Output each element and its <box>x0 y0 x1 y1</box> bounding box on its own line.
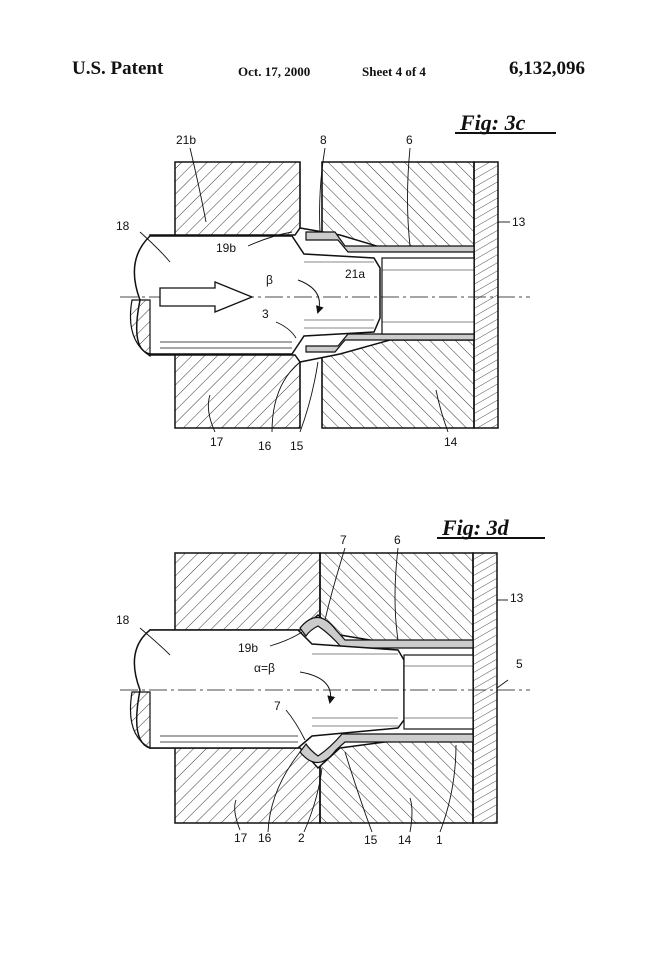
label-13: 13 <box>512 215 526 229</box>
label-2: 2 <box>298 831 305 845</box>
motion-arrow-icon <box>159 281 254 313</box>
label-17-3d: 17 <box>234 831 248 845</box>
label-7-bottom: 7 <box>274 699 281 713</box>
label-19b-3d: 19b <box>238 641 258 655</box>
label-21a: 21a <box>345 267 365 281</box>
label-18: 18 <box>116 219 130 233</box>
label-17: 17 <box>210 435 224 449</box>
figure-3c: Fig: 3c <box>116 110 556 453</box>
label-14-3d: 14 <box>398 833 412 847</box>
label-3: 3 <box>262 307 269 321</box>
label-19b: 19b <box>216 241 236 255</box>
label-1: 1 <box>436 833 443 847</box>
end-plate-13-3d <box>472 552 498 824</box>
label-6: 6 <box>406 133 413 147</box>
figure-3c-title: Fig: 3c <box>459 110 526 135</box>
label-13-3d: 13 <box>510 591 524 605</box>
label-15-3d: 15 <box>364 833 378 847</box>
sheet-number: Sheet 4 of 4 <box>362 64 426 79</box>
label-21b: 21b <box>176 133 196 147</box>
label-18-3d: 18 <box>116 613 130 627</box>
figure-3d: Fig: 3d <box>116 515 545 847</box>
label-15: 15 <box>290 439 304 453</box>
punch-18-3d <box>133 629 405 749</box>
patent-number: 6,132,096 <box>509 58 585 79</box>
label-5: 5 <box>516 657 523 671</box>
label-8: 8 <box>320 133 327 147</box>
patent-header-label: U.S. Patent <box>72 58 164 79</box>
label-6-3d: 6 <box>394 533 401 547</box>
label-alpha-beta: α=β <box>254 661 275 675</box>
label-7-top: 7 <box>340 533 347 547</box>
patent-date: Oct. 17, 2000 <box>238 64 311 79</box>
end-plate-13 <box>473 161 499 429</box>
figure-3d-title: Fig: 3d <box>441 515 510 540</box>
label-16: 16 <box>258 439 272 453</box>
label-14: 14 <box>444 435 458 449</box>
label-16-3d: 16 <box>258 831 272 845</box>
label-beta: β <box>266 273 273 287</box>
